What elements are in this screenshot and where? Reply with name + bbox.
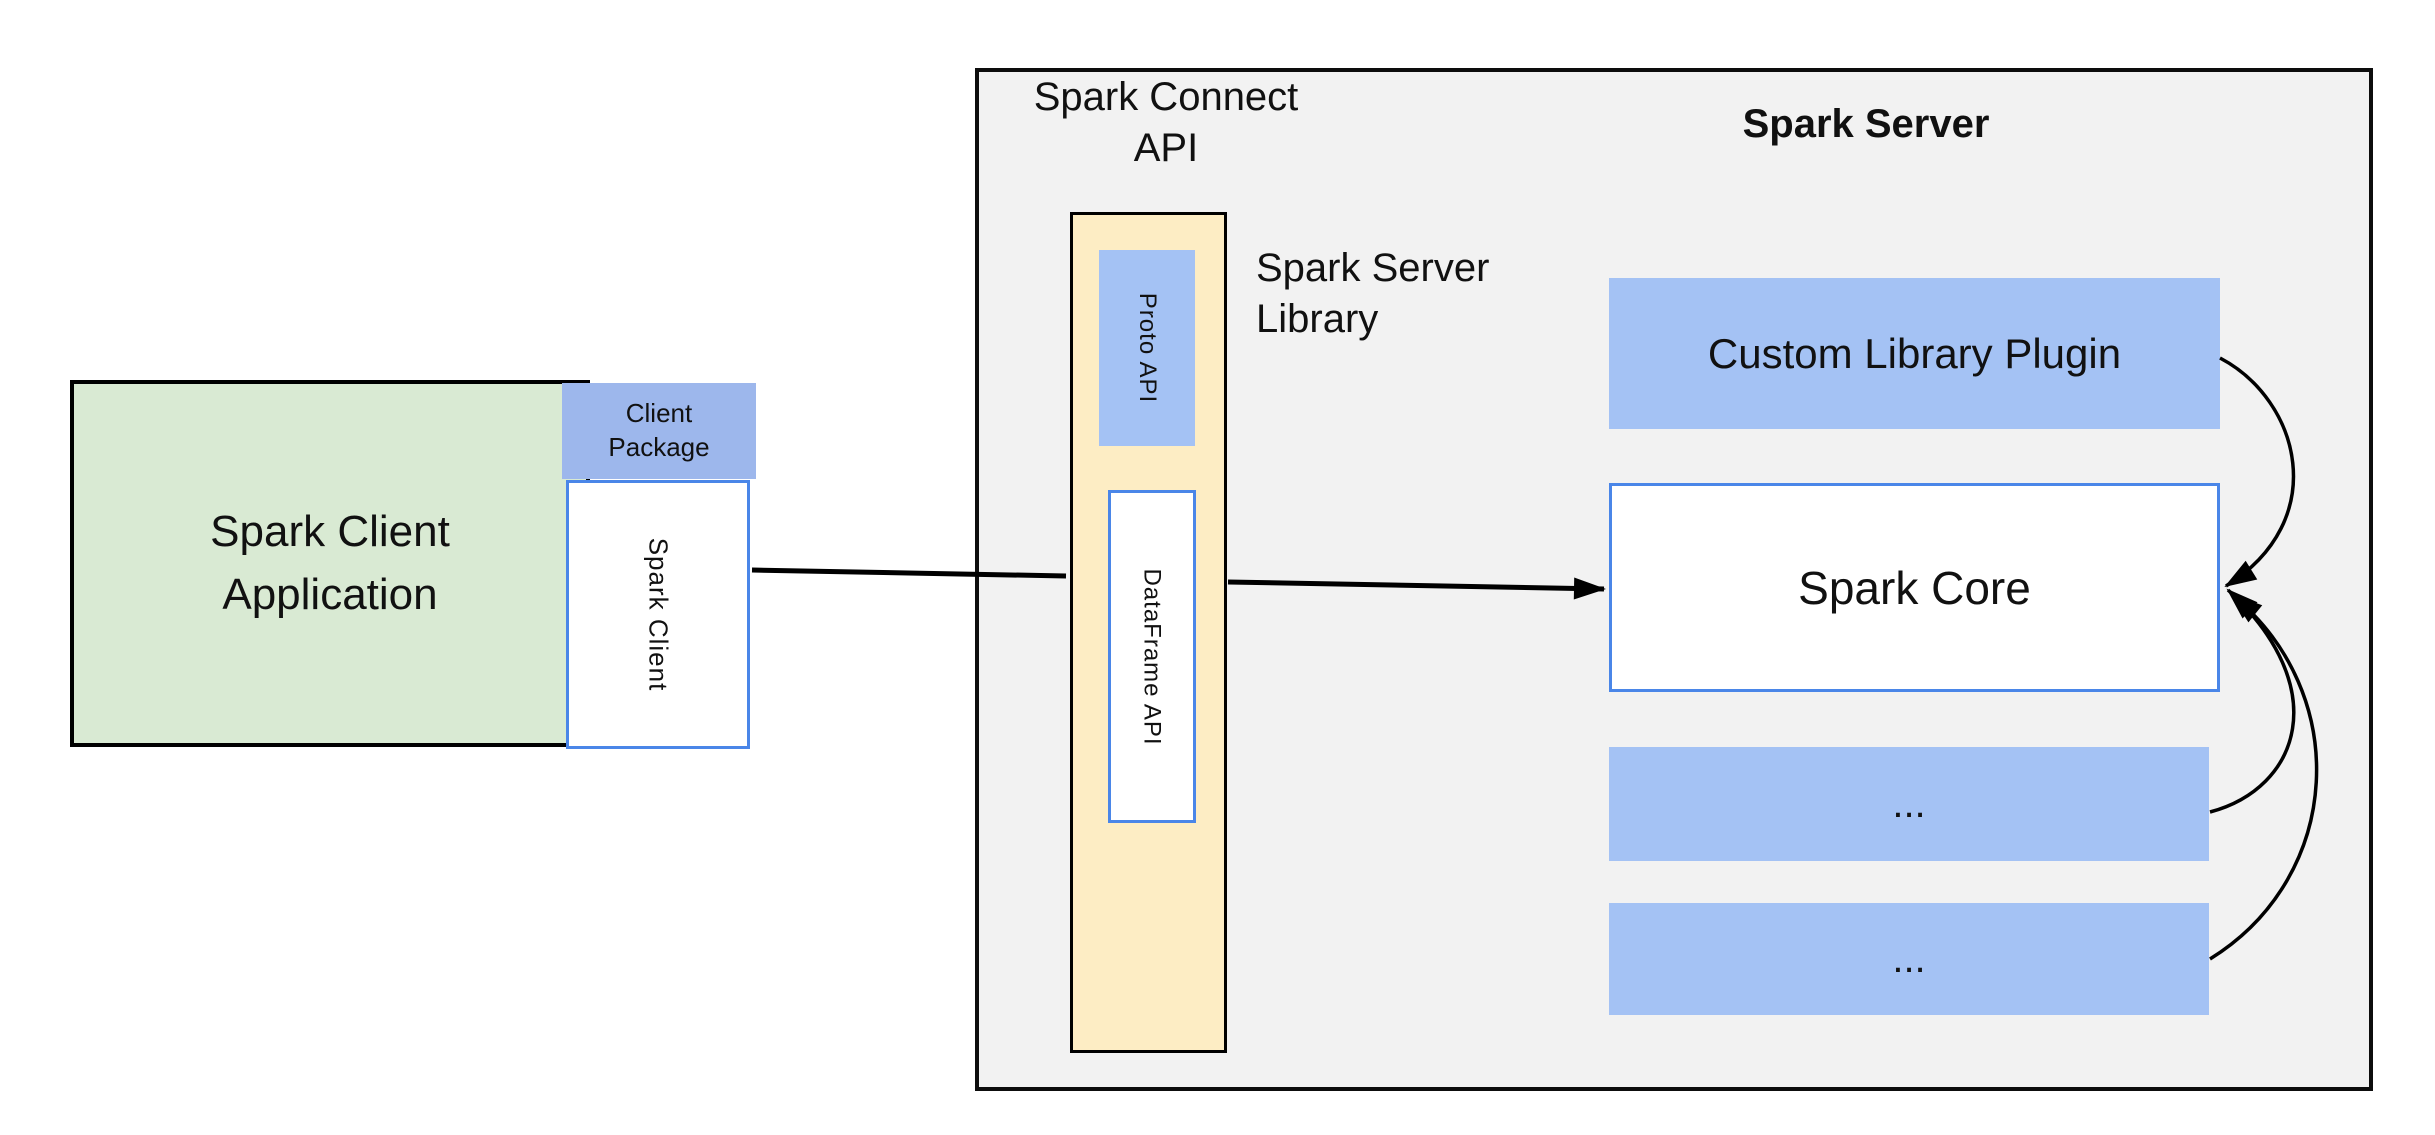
spark-server-library-label-line1: Spark Server: [1256, 246, 1490, 290]
spark-client-application-label-line1: Spark Client: [210, 507, 450, 557]
spark-server-library-label-line2: Library: [1256, 297, 1379, 342]
spark-client-label: Spark Client: [643, 537, 674, 692]
dataframe-api-box: DataFrame API: [1108, 490, 1196, 823]
spark-connect-api-label-line1: Spark Connect: [1033, 75, 1299, 119]
plugin-slot-box-2: ...: [1609, 903, 2209, 1015]
custom-library-plugin-label: Custom Library Plugin: [1707, 329, 2122, 377]
spark-core-label: Spark Core: [1798, 561, 2031, 614]
spark-client-application-box: Spark Client Application: [70, 380, 590, 747]
client-package-label-line1: Client: [625, 398, 693, 429]
client-package-box: Client Package: [562, 383, 756, 479]
client-package-label-line2: Package: [608, 432, 710, 462]
plugin-slot-1-ellipsis: ...: [1892, 781, 1926, 826]
plugin-slot-box-1: ...: [1609, 747, 2209, 861]
spark-server-title: Spark Server: [1742, 102, 1990, 146]
proto-api-label: Proto API: [1134, 292, 1162, 404]
plugin-slot-2-ellipsis: ...: [1892, 936, 1926, 981]
spark-client-application-label-line2: Application: [222, 569, 438, 619]
dataframe-api-label: DataFrame API: [1139, 567, 1166, 746]
spark-core-box: Spark Core: [1609, 483, 2220, 692]
proto-api-box: Proto API: [1099, 250, 1195, 446]
spark-server-library-label: Spark Server Library: [1256, 243, 1656, 345]
spark-client-box: Spark Client: [566, 480, 750, 749]
custom-library-plugin-box: Custom Library Plugin: [1609, 278, 2220, 429]
spark-connect-api-label-line2: API: [1133, 126, 1199, 171]
spark-connect-api-label: Spark Connect API: [990, 72, 1342, 174]
